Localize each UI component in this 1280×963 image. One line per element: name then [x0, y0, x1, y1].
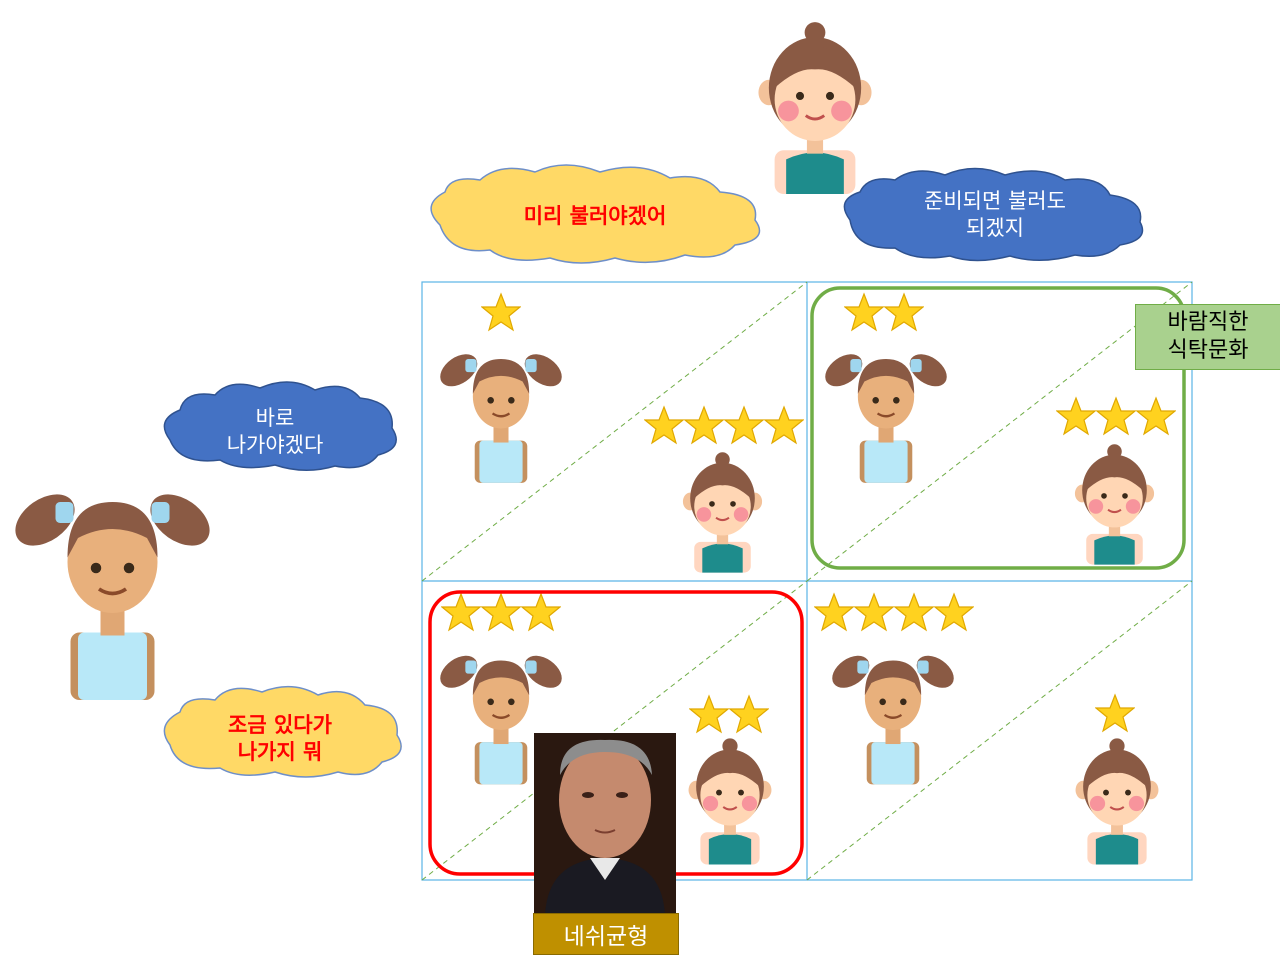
star-icon	[729, 695, 769, 733]
star-icon	[521, 593, 561, 631]
star-icon	[1096, 397, 1136, 435]
column-player-figure	[1073, 443, 1156, 566]
star-icon	[764, 406, 804, 444]
row-player-figure	[825, 346, 947, 485]
star-icon	[814, 593, 854, 631]
desirable-label-line1: 바람직한	[1167, 310, 1249, 335]
column-player-figure	[1074, 737, 1160, 866]
speech-leave-later-line2: 나가지 뭐	[237, 740, 323, 764]
row-player-figure	[832, 647, 954, 786]
cloud-early-call	[430, 164, 761, 264]
john-nash-portrait	[534, 733, 676, 915]
row-player-avatar	[15, 481, 210, 700]
column-player-avatar	[756, 20, 874, 196]
speech-call-when-ready-line2: 되겠지	[966, 216, 1024, 240]
desirable-label: 바람직한 식탁문화	[1135, 304, 1280, 370]
speech-early-call: 미리 불러야겠어	[460, 203, 730, 230]
speech-leave-now: 바로 나가야겠다	[175, 405, 375, 459]
payoff-matrix	[421, 281, 1193, 881]
star-icon	[724, 406, 764, 444]
cell-leave-now-call-when-ready	[810, 286, 1186, 570]
speech-leave-later-line1: 조금 있다가	[228, 713, 332, 737]
column-player-figure	[681, 451, 764, 574]
desirable-outcome-highlight	[810, 286, 1186, 570]
speech-call-when-ready-line1: 준비되면 불러도	[924, 189, 1066, 213]
star-icon	[1136, 397, 1176, 435]
star-icon	[894, 593, 934, 631]
cloud-leave-later	[163, 686, 402, 778]
speech-early-call-text: 미리 불러야겠어	[523, 204, 667, 228]
star-icon	[481, 593, 521, 631]
star-icon	[854, 593, 894, 631]
desirable-label-line2: 식탁문화	[1167, 338, 1249, 363]
speech-leave-later: 조금 있다가 나가지 뭐	[175, 712, 385, 766]
star-icon	[1095, 694, 1135, 732]
star-icon	[689, 695, 729, 733]
star-icon	[884, 293, 924, 331]
row-player-figure	[440, 346, 562, 485]
speech-call-when-ready: 준비되면 불러도 되겠지	[860, 188, 1130, 242]
star-icon	[481, 293, 521, 331]
star-icon	[644, 406, 684, 444]
star-icon	[934, 593, 974, 631]
cloud-call-when-ready	[843, 167, 1144, 262]
nash-equilibrium-label: 네쉬균형	[533, 913, 679, 955]
star-icon	[844, 293, 884, 331]
star-icon	[684, 406, 724, 444]
speech-leave-now-line2: 나가야겠다	[226, 433, 324, 457]
star-icon	[441, 593, 481, 631]
star-icon	[1056, 397, 1096, 435]
nash-equilibrium-label-text: 네쉬균형	[563, 924, 649, 950]
column-player-figure	[687, 737, 773, 866]
speech-leave-now-line1: 바로	[255, 406, 295, 430]
cell-leave-later-call-when-ready	[814, 593, 1160, 866]
cell-leave-now-early-call	[440, 293, 804, 574]
cloud-leave-now	[163, 381, 397, 471]
